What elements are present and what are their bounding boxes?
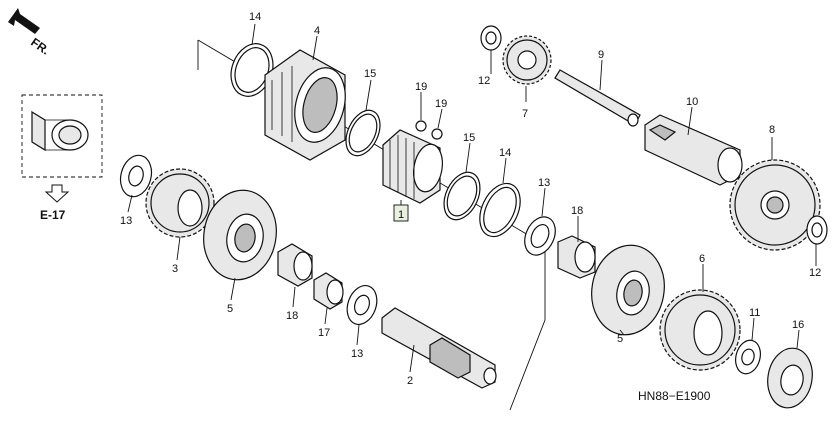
gear-8 <box>729 159 821 251</box>
callout-4: 4 <box>314 25 320 37</box>
clutch-hub-4 <box>264 49 346 161</box>
reference-inset-box <box>21 94 103 178</box>
washer-11 <box>735 339 761 375</box>
diagram-code: HN88−E1900 <box>638 389 711 403</box>
callout-11: 11 <box>749 307 760 319</box>
circlip-15a <box>345 109 381 157</box>
callout-10: 10 <box>686 96 698 108</box>
callout-6: 6 <box>699 253 705 265</box>
callout-1: 1 <box>398 209 404 221</box>
washer-13a <box>524 216 556 256</box>
callout-14a: 14 <box>249 11 261 23</box>
direction-label: FR. <box>28 35 52 58</box>
callout-18b: 18 <box>286 310 298 322</box>
callout-16: 16 <box>792 319 804 331</box>
mainshaft-2 <box>381 307 497 389</box>
reference-bearing-icon <box>31 110 89 152</box>
clutch-drum-5b <box>591 244 665 336</box>
reference-arrow-icon <box>44 184 70 203</box>
callout-15b: 15 <box>463 132 475 144</box>
shaft-9 <box>554 69 641 127</box>
washer-12a <box>480 25 502 51</box>
callout-17: 17 <box>318 327 330 339</box>
needle-bearing-18b <box>277 243 313 287</box>
callout-19a: 19 <box>415 81 427 93</box>
circlip-14b <box>479 182 521 238</box>
front-direction-arrow-icon <box>8 8 40 34</box>
callout-13a: 13 <box>538 177 550 189</box>
callout-12a: 12 <box>478 75 490 87</box>
callout-19b: 19 <box>435 98 447 110</box>
circlip-15b <box>443 171 481 221</box>
gear-3 <box>145 168 215 238</box>
callout-2: 2 <box>407 375 413 387</box>
needle-bearing-17 <box>313 272 344 310</box>
needle-bearing-1 <box>382 129 444 204</box>
gear-7 <box>502 35 552 85</box>
callout-14b: 14 <box>499 147 511 159</box>
callout-15a: 15 <box>364 68 376 80</box>
callout-18a: 18 <box>571 205 583 217</box>
washer-13b <box>119 154 153 198</box>
gear-6 <box>659 289 741 371</box>
leader-lines <box>127 23 817 373</box>
callout-13c: 13 <box>351 348 363 360</box>
needle-bearing-18a <box>557 235 596 279</box>
callout-5b: 5 <box>617 333 623 345</box>
callout-3: 3 <box>172 263 178 275</box>
callout-7: 7 <box>522 108 528 120</box>
reference-label: E-17 <box>40 208 66 222</box>
clutch-drum-5a <box>203 189 277 281</box>
callout-12b: 12 <box>809 267 821 279</box>
callout-8: 8 <box>769 124 775 136</box>
callout-13b: 13 <box>120 215 132 227</box>
washer-12b <box>806 215 828 245</box>
callout-box-1 <box>393 204 409 222</box>
ball-19b <box>431 128 443 140</box>
ball-19a <box>415 120 427 132</box>
callout-9: 9 <box>598 49 604 61</box>
callout-5a: 5 <box>227 303 233 315</box>
countershaft-10 <box>644 114 743 186</box>
circlip-14a <box>230 43 274 97</box>
washer-13c <box>346 285 378 325</box>
ball-bearing-16 <box>767 347 813 409</box>
